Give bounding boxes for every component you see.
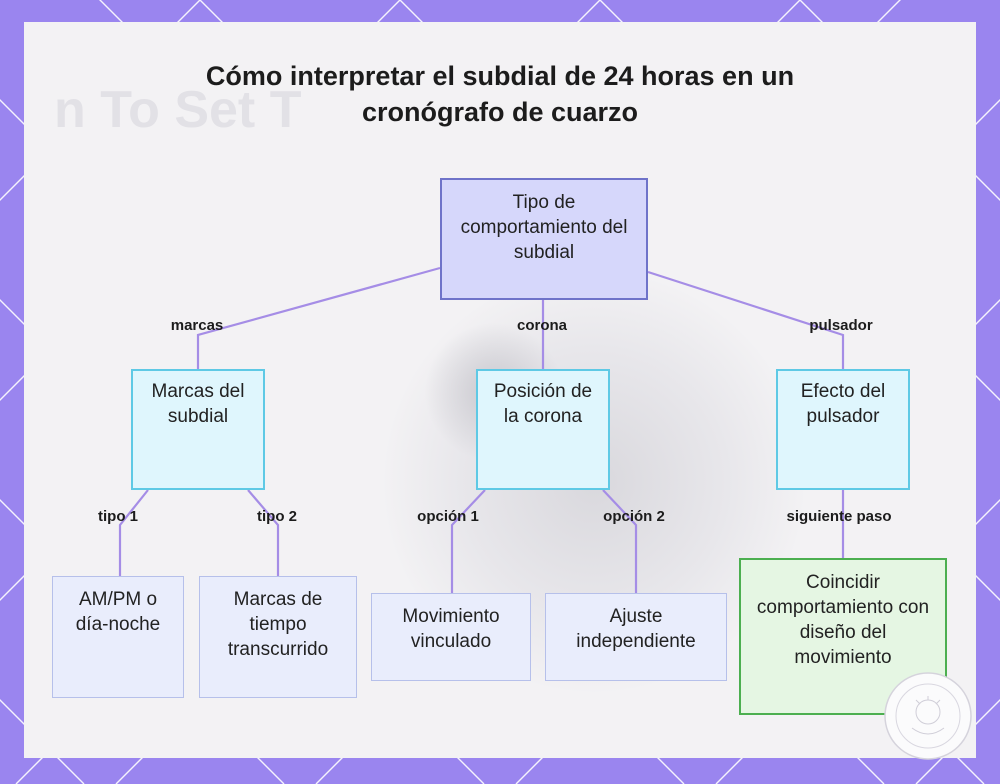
edge-opcion1 (450, 489, 486, 593)
node-crown-position: Posición de la corona (476, 369, 610, 490)
edge-label-corona: corona (516, 317, 568, 334)
edge-label-tipo2: tipo 2 (257, 508, 297, 525)
node-linked-movement: Movimiento vinculado (371, 593, 531, 681)
node-match-behavior: Coincidir comportamiento con diseño del … (739, 558, 947, 715)
edge-label-marcas: marcas (170, 317, 224, 334)
edge-label-pulsador: pulsador (809, 317, 873, 334)
edge-pulsador (647, 270, 845, 369)
edge-tipo2 (247, 489, 280, 576)
edge-label-tipo1: tipo 1 (98, 508, 138, 525)
edge-label-opcion1: opción 1 (417, 508, 479, 525)
node-independent-adjustment: Ajuste independiente (545, 593, 727, 681)
node-root-behavior-type: Tipo de comportamiento del subdial (440, 178, 648, 300)
page-title: Cómo interpretar el subdial de 24 horas … (205, 61, 795, 127)
edge-opcion2 (602, 489, 638, 593)
watermark-text: n To Set T (54, 81, 302, 139)
node-ampm-day-night: AM/PM o día-noche (52, 576, 184, 698)
edge-marcas (196, 266, 441, 369)
node-pusher-effect: Efecto del pulsador (776, 369, 910, 490)
edge-label-siguiente: siguiente paso (786, 508, 892, 525)
seal-icon (884, 672, 972, 760)
edge-tipo1 (118, 489, 149, 576)
node-subdial-marks: Marcas del subdial (131, 369, 265, 490)
edge-label-opcion2: opción 2 (603, 508, 665, 525)
node-elapsed-time-marks: Marcas de tiempo transcurrido (199, 576, 357, 698)
